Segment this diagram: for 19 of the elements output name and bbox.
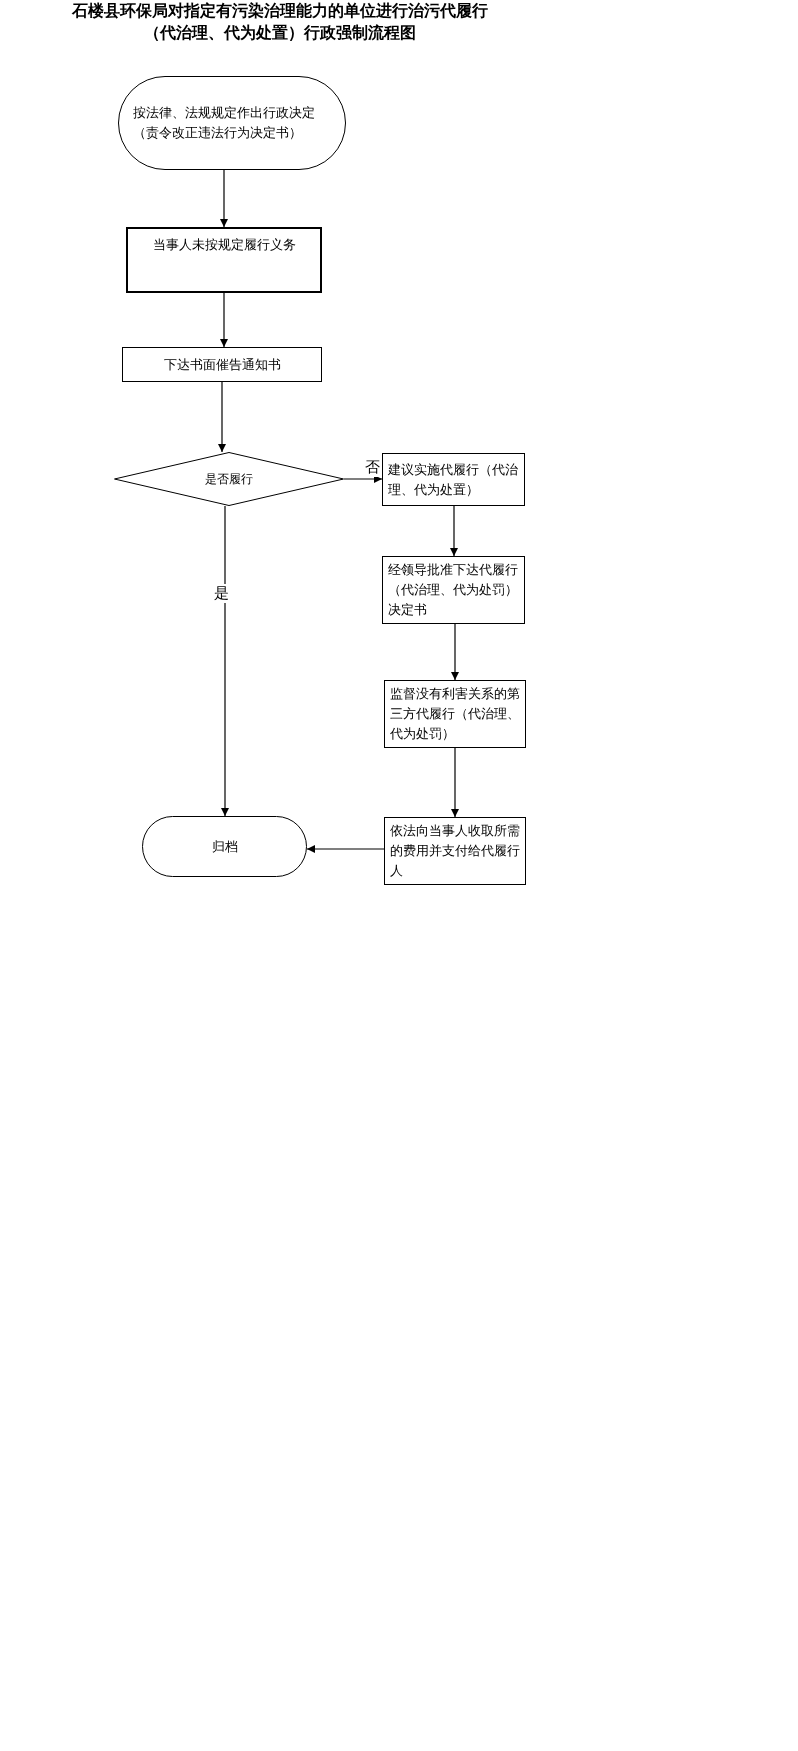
process-box: 监督没有利害关系的第三方代履行（代治理、代为处罚） — [384, 680, 526, 748]
edge-label: 否 — [364, 458, 381, 477]
edge-label: 是 — [213, 584, 230, 603]
process-box: 建议实施代履行（代治理、代为处置） — [382, 453, 525, 506]
arrow — [218, 381, 226, 453]
arrow — [451, 747, 459, 818]
process-box: 依法向当事人收取所需的费用并支付给代履行人 — [384, 817, 526, 885]
title: 石楼县环保局对指定有污染治理能力的单位进行治污代履行（代治理、代为处置）行政强制流程图 — [71, 0, 489, 44]
arrow — [221, 505, 229, 817]
process-box: 经领导批准下达代履行（代治理、代为处罚）决定书 — [382, 556, 525, 624]
arrow — [343, 475, 383, 483]
decision-diamond: 是否履行 — [114, 452, 344, 506]
arrow — [220, 169, 228, 228]
arrow — [450, 505, 458, 557]
arrow — [306, 845, 385, 853]
arrow — [220, 292, 228, 348]
process-box: 当事人未按规定履行义务 — [126, 227, 322, 293]
process-box: 下达书面催告通知书 — [122, 347, 322, 382]
arrow — [451, 623, 459, 681]
